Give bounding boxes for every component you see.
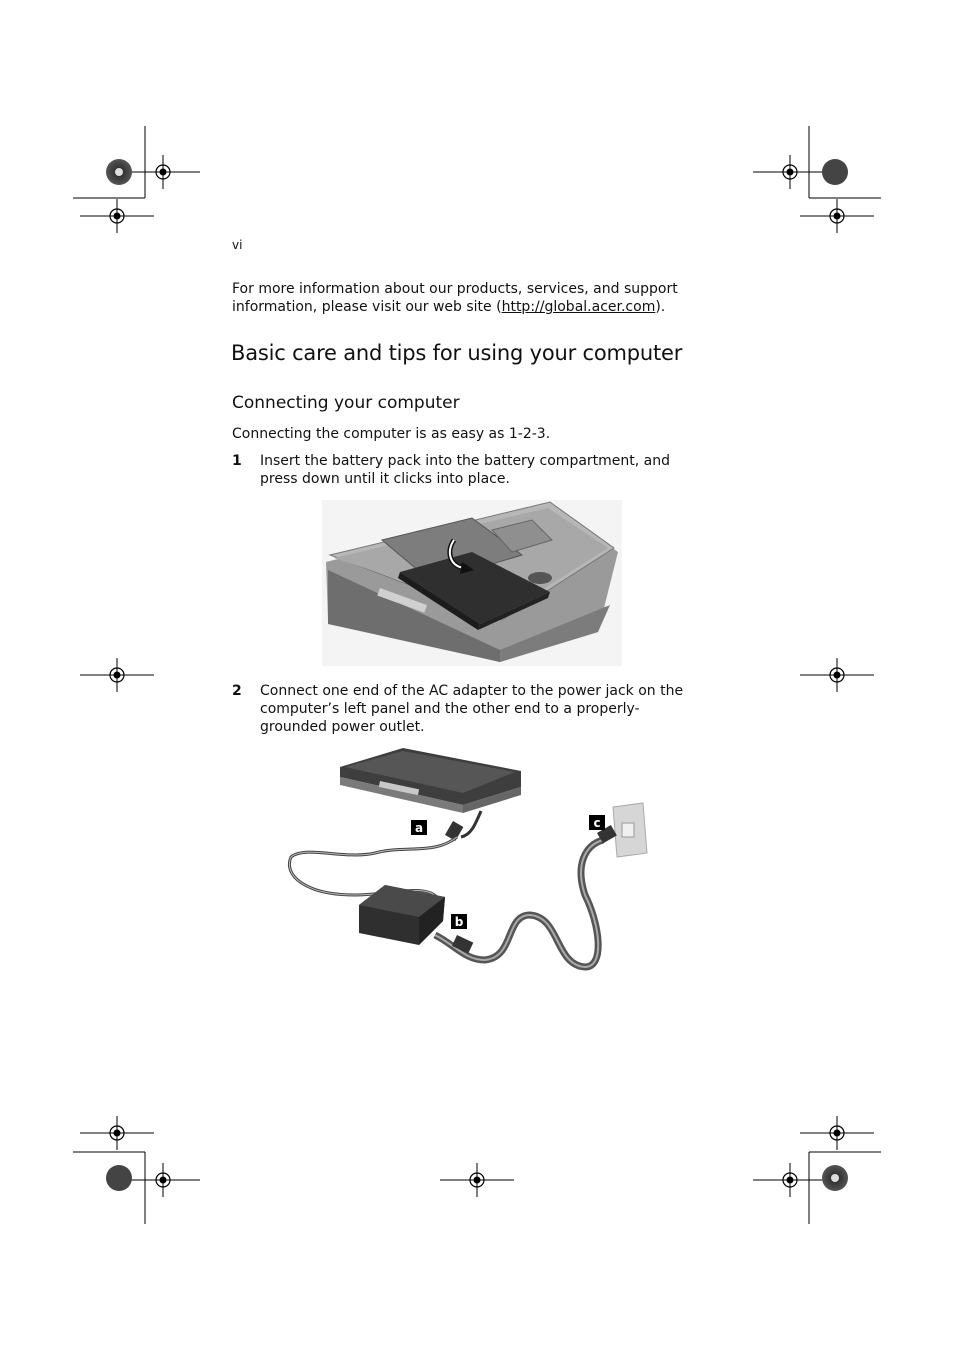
callout-b (451, 914, 467, 929)
page-number: vi (232, 238, 243, 252)
intro-text-end: ). (655, 299, 666, 315)
lead-text: Connecting the computer is as easy as 1-… (232, 426, 551, 442)
section-title: Basic care and tips for using your compu… (231, 341, 683, 365)
step-number: 2 (232, 683, 242, 699)
callout-a (411, 820, 427, 835)
callout-c-label: c (593, 816, 600, 830)
ac-adapter-connection-illustration: a b c (288, 748, 648, 971)
callout-a-label: a (415, 821, 423, 835)
website-link[interactable]: http://global.acer.com (501, 299, 656, 315)
callout-b-label: b (455, 915, 464, 929)
step-text: Connect one end of the AC adapter to the… (260, 683, 684, 735)
callout-c (589, 815, 605, 830)
step-text: Insert the battery pack into the battery… (260, 453, 671, 487)
battery-insertion-illustration (322, 500, 622, 666)
intro-text: For more information about our products,… (232, 281, 678, 315)
intro-paragraph: For more information about our products,… (232, 280, 702, 316)
subsection-title: Connecting your computer (232, 393, 460, 413)
step-number: 1 (232, 453, 242, 469)
